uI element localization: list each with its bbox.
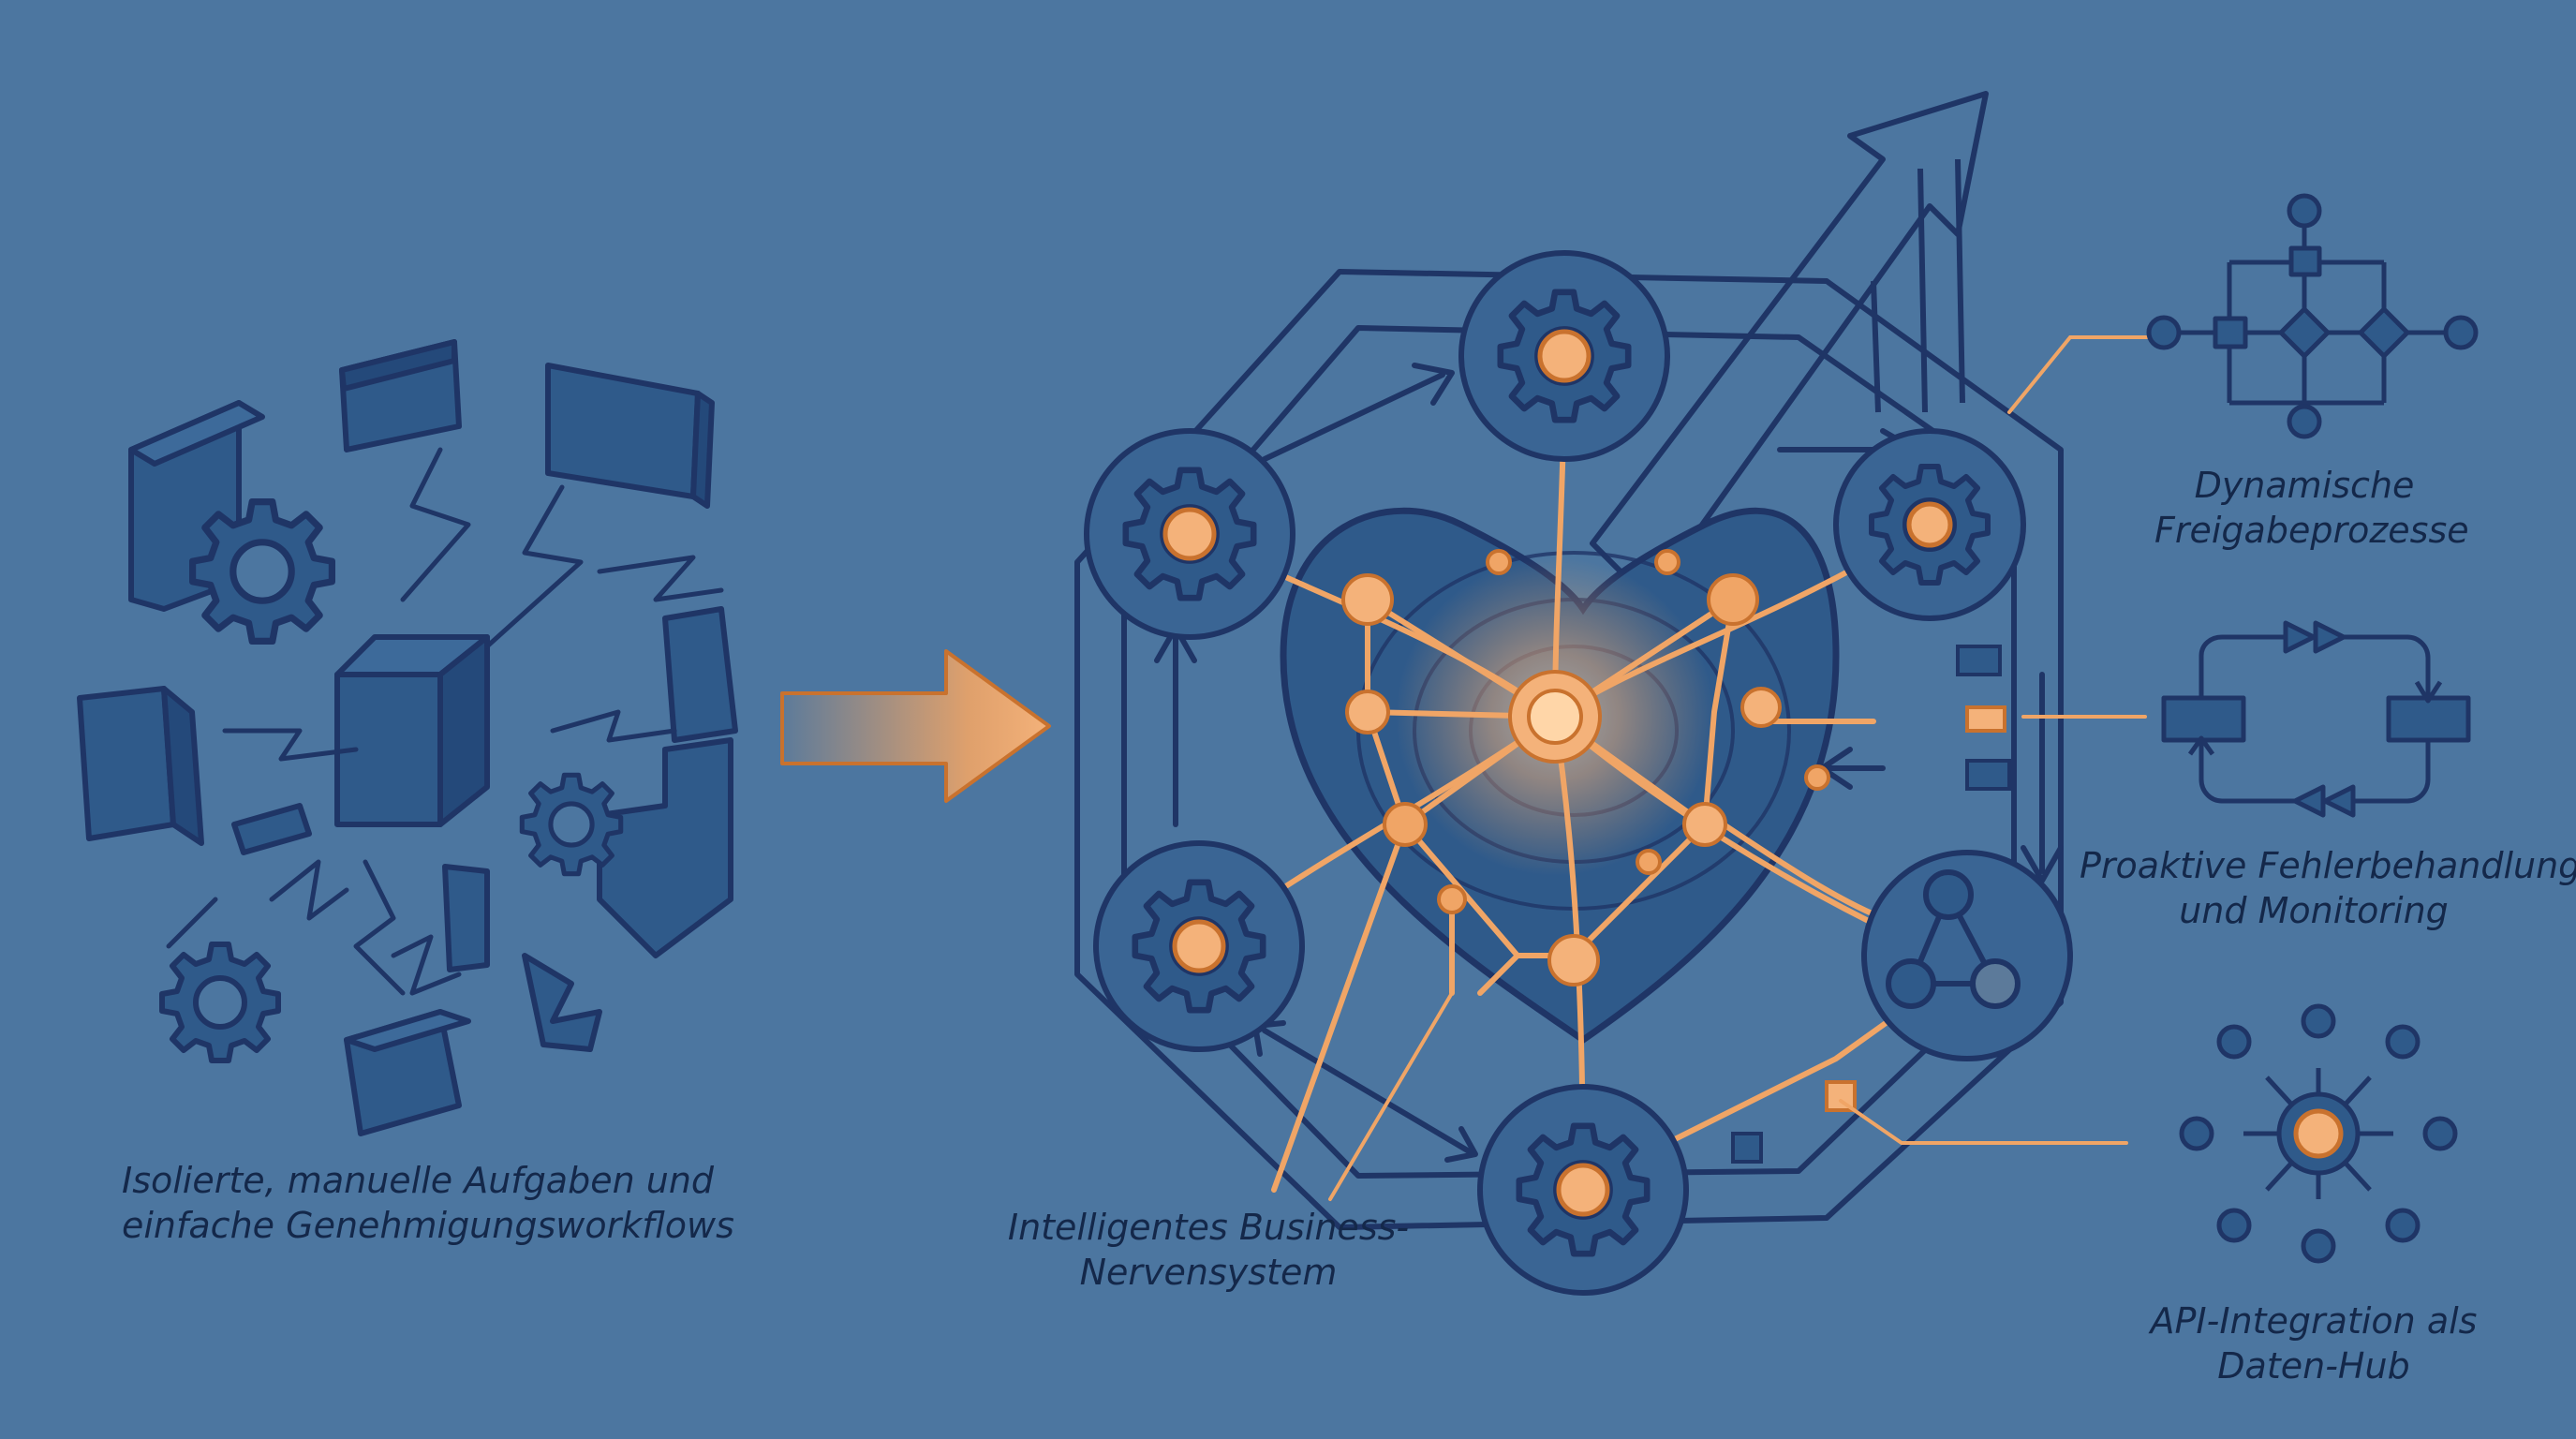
gear-icon bbox=[1480, 1087, 1686, 1293]
gear-icon bbox=[162, 944, 278, 1061]
gear-icon bbox=[1461, 253, 1667, 459]
box-icon bbox=[342, 342, 459, 450]
right-arrow-icon bbox=[782, 651, 1049, 801]
monitoring-line1: Proaktive Fehlerbehandlung bbox=[2080, 843, 2548, 888]
network-node-icon bbox=[1864, 853, 2070, 1059]
process-flow-icon bbox=[2149, 196, 2476, 437]
gear-icon bbox=[522, 775, 620, 873]
cycle-loop-icon bbox=[2164, 623, 2468, 815]
box-icon bbox=[445, 867, 487, 970]
monitoring-line2: und Monitoring bbox=[2080, 888, 2548, 933]
center-caption: Intelligentes Business- Nervensystem bbox=[993, 1205, 1424, 1295]
gear-icon bbox=[1836, 431, 2023, 618]
left-caption-line1: Isolierte, manuelle Aufgaben und bbox=[122, 1158, 609, 1203]
left-caption: Isolierte, manuelle Aufgaben und einfach… bbox=[122, 1158, 609, 1248]
stair-block-icon bbox=[600, 740, 731, 956]
approval-line1: Dynamische bbox=[2154, 463, 2454, 508]
gear-icon bbox=[1096, 843, 1302, 1049]
box-icon bbox=[665, 609, 735, 740]
box-icon bbox=[548, 365, 712, 506]
gear-icon bbox=[193, 502, 333, 642]
left-caption-line2: einfache Genehmigungsworkflows bbox=[122, 1203, 609, 1248]
cube-icon bbox=[337, 637, 487, 824]
box-icon bbox=[80, 689, 201, 843]
right-caption-approval: Dynamische Freigabeprozesse bbox=[2154, 463, 2454, 553]
api-line2: Daten-Hub bbox=[2126, 1343, 2501, 1388]
center-caption-line2: Nervensystem bbox=[993, 1250, 1424, 1295]
right-caption-api: API-Integration als Daten-Hub bbox=[2126, 1298, 2501, 1388]
gear-icon bbox=[1087, 431, 1293, 637]
api-line1: API-Integration als bbox=[2126, 1298, 2501, 1343]
right-caption-monitoring: Proaktive Fehlerbehandlung und Monitorin… bbox=[2080, 843, 2548, 933]
hub-icon bbox=[2182, 1006, 2455, 1261]
center-caption-line1: Intelligentes Business- bbox=[993, 1205, 1424, 1250]
box-icon bbox=[347, 1012, 468, 1134]
approval-line2: Freigabeprozesse bbox=[2154, 508, 2454, 553]
